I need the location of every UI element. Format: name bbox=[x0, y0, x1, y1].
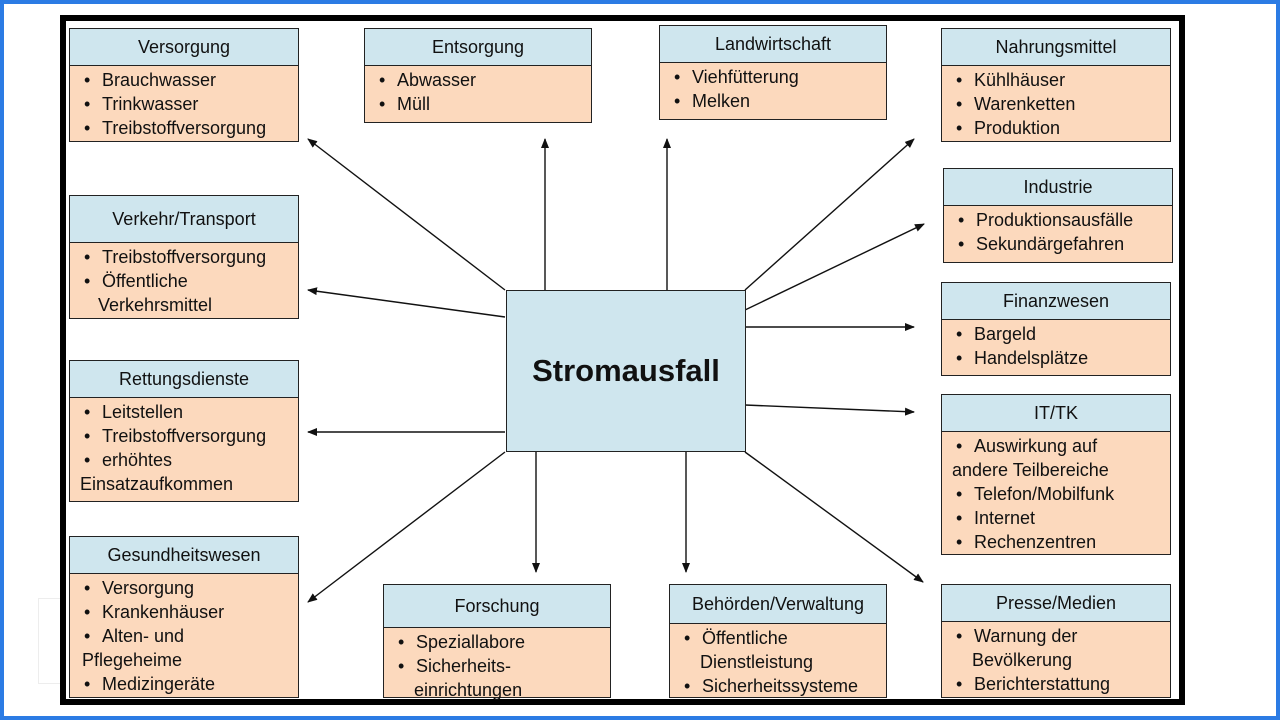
box-it-tk: IT/TK Auswirkung auf andere Teilbereiche… bbox=[941, 394, 1171, 555]
arrow-to-verkehr bbox=[307, 287, 506, 318]
box-title: Landwirtschaft bbox=[660, 26, 886, 63]
list-item: Produktionsausfälle bbox=[954, 208, 1166, 232]
list-item: Handelsplätze bbox=[952, 346, 1164, 370]
center-node-stromausfall: Stromausfall bbox=[506, 290, 746, 452]
box-title: Presse/Medien bbox=[942, 585, 1170, 622]
list-item: Müll bbox=[375, 92, 585, 116]
list-item: Sicherheitssysteme bbox=[680, 674, 880, 698]
box-title: Behörden/Verwaltung bbox=[670, 585, 886, 624]
box-verkehr-transport: Verkehr/Transport Treibstoffversorgung Ö… bbox=[69, 195, 299, 319]
box-presse-medien: Presse/Medien Warnung der Bevölkerung Be… bbox=[941, 584, 1171, 698]
arrow-to-industrie bbox=[744, 223, 925, 311]
list-item: Telefon/Mobilfunk bbox=[952, 482, 1164, 506]
list-item: Trinkwasser bbox=[80, 92, 292, 116]
list-item-continuation: Dienstleistung bbox=[700, 652, 814, 672]
arrow-to-presse bbox=[744, 451, 924, 583]
list-item: Brauchwasser bbox=[80, 68, 292, 92]
list-item: Alten- und bbox=[80, 624, 292, 648]
list-item-continuation: einrichtungen bbox=[414, 680, 523, 700]
list-item: Krankenhäuser bbox=[80, 600, 292, 624]
list-item: Internet bbox=[952, 506, 1164, 530]
center-node-label: Stromausfall bbox=[532, 353, 720, 388]
list-item: Treibstoffversorgung bbox=[80, 424, 292, 448]
list-item: Abwasser bbox=[375, 68, 585, 92]
list-item: Treibstoffversorgung bbox=[80, 116, 292, 140]
list-item: Leitstellen bbox=[80, 400, 292, 424]
list-item-continuation: andere Teilbereiche bbox=[952, 460, 1109, 480]
list-item: Viehfütterung bbox=[670, 65, 880, 89]
list-item: Produktion bbox=[952, 116, 1164, 140]
box-gesundheitswesen: Gesundheitswesen Versorgung Krankenhäuse… bbox=[69, 536, 299, 698]
list-item: Öffentliche bbox=[80, 269, 292, 293]
list-item: Kühlhäuser bbox=[952, 68, 1164, 92]
list-item: Öffentliche bbox=[680, 626, 880, 650]
list-item-continuation: Verkehrsmittel bbox=[98, 295, 213, 315]
arrow-to-versorgung bbox=[307, 138, 506, 291]
box-landwirtschaft: Landwirtschaft Viehfütterung Melken bbox=[659, 25, 887, 120]
arrow-to-gesundheit bbox=[307, 451, 506, 603]
box-forschung: Forschung Speziallabore Sicherheits- ein… bbox=[383, 584, 611, 700]
list-item: Sicherheits- bbox=[394, 654, 604, 678]
box-versorgung: Versorgung Brauchwasser Trinkwasser Trei… bbox=[69, 28, 299, 142]
list-item: Versorgung bbox=[80, 576, 292, 600]
list-item-continuation: Pflegeheime bbox=[82, 650, 183, 670]
list-item: Speziallabore bbox=[394, 630, 604, 654]
box-title: Forschung bbox=[384, 585, 610, 628]
list-item-continuation: Einsatzaufkommen bbox=[80, 474, 234, 494]
list-item-continuation: Bevölkerung bbox=[972, 650, 1073, 670]
box-title: Finanzwesen bbox=[942, 283, 1170, 320]
list-item: Berichterstattung bbox=[952, 672, 1164, 696]
list-item: Bargeld bbox=[952, 322, 1164, 346]
box-title: Entsorgung bbox=[365, 29, 591, 66]
box-title: IT/TK bbox=[942, 395, 1170, 432]
list-item: Auswirkung auf bbox=[952, 434, 1164, 458]
arrow-to-nahrungsmittel bbox=[744, 138, 915, 291]
list-item: Melken bbox=[670, 89, 880, 113]
box-rettungsdienste: Rettungsdienste Leitstellen Treibstoffve… bbox=[69, 360, 299, 502]
list-item: Warnung der bbox=[952, 624, 1164, 648]
box-title: Versorgung bbox=[70, 29, 298, 66]
list-item: Sekundärgefahren bbox=[954, 232, 1166, 256]
list-item: Medizingeräte bbox=[80, 672, 292, 696]
box-industrie: Industrie Produktionsausfälle Sekundärge… bbox=[943, 168, 1173, 263]
box-title: Gesundheitswesen bbox=[70, 537, 298, 574]
box-nahrungsmittel: Nahrungsmittel Kühlhäuser Warenketten Pr… bbox=[941, 28, 1171, 142]
list-item: Warenketten bbox=[952, 92, 1164, 116]
box-finanzwesen: Finanzwesen Bargeld Handelsplätze bbox=[941, 282, 1171, 376]
box-title: Nahrungsmittel bbox=[942, 29, 1170, 66]
box-behoerden-verwaltung: Behörden/Verwaltung Öffentliche Dienstle… bbox=[669, 584, 887, 698]
box-entsorgung: Entsorgung Abwasser Müll bbox=[364, 28, 592, 123]
list-item: Rechenzentren bbox=[952, 530, 1164, 554]
box-title: Verkehr/Transport bbox=[70, 196, 298, 243]
list-item: erhöhtes bbox=[80, 448, 292, 472]
list-item: Treibstoffversorgung bbox=[80, 245, 292, 269]
box-title: Rettungsdienste bbox=[70, 361, 298, 398]
arrow-to-ittk bbox=[744, 404, 915, 416]
box-title: Industrie bbox=[944, 169, 1172, 206]
